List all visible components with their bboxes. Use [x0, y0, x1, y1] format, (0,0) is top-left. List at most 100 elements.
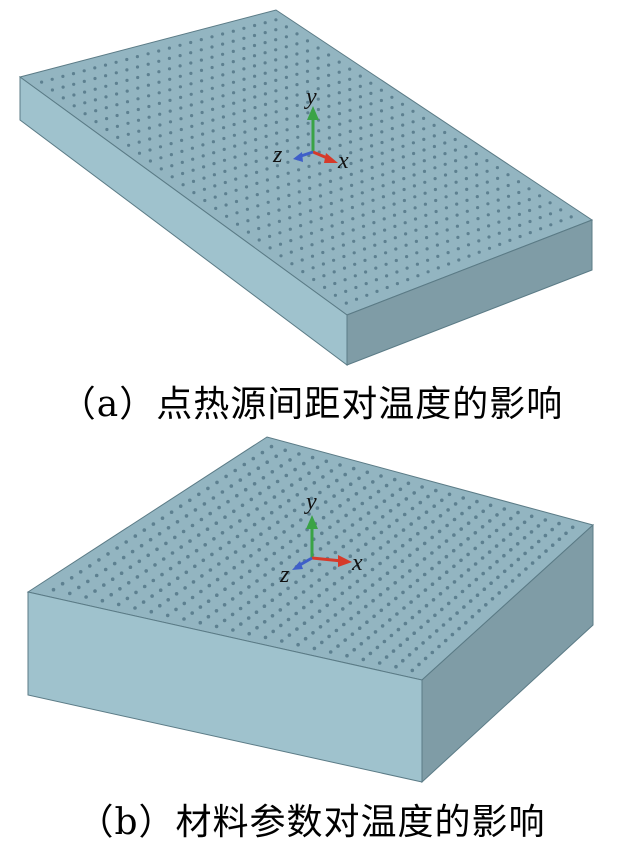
- heat-source-dot: [523, 551, 527, 556]
- heat-source-dot: [417, 516, 421, 520]
- heat-source-dot: [348, 585, 352, 590]
- heat-source-dot: [464, 177, 468, 181]
- heat-source-dot: [362, 247, 367, 251]
- heat-source-dot: [82, 79, 86, 83]
- heat-source-dot: [474, 577, 479, 582]
- heat-source-dot: [221, 32, 225, 36]
- heat-source-dot: [506, 194, 511, 198]
- heat-source-dot: [296, 135, 300, 139]
- heat-source-dot: [355, 564, 360, 568]
- heat-source-dot: [414, 239, 418, 243]
- heat-source-dot: [311, 266, 315, 270]
- heat-source-dot: [106, 552, 110, 556]
- heat-source-dot: [371, 187, 375, 191]
- heat-source-dot: [349, 161, 353, 166]
- heat-source-dot: [100, 598, 105, 603]
- heat-source-dot: [477, 239, 481, 243]
- heat-source-dot: [373, 243, 377, 247]
- heat-source-dot: [372, 614, 376, 619]
- heat-source-dot: [340, 576, 345, 580]
- y-arrowhead: [307, 106, 319, 120]
- heat-source-dot: [200, 100, 204, 104]
- heat-source-dot: [285, 96, 289, 100]
- heat-source-dot: [381, 173, 385, 177]
- heat-source-dot: [203, 543, 207, 547]
- heat-source-dot: [149, 609, 154, 614]
- heat-source-dot: [309, 599, 314, 604]
- heat-source-dot: [412, 162, 416, 166]
- heat-source-dot: [86, 579, 90, 584]
- heat-source-dot: [238, 478, 243, 482]
- heat-source-dot: [338, 133, 342, 137]
- heat-source-dot: [400, 559, 405, 563]
- heat-source-dot: [242, 88, 246, 92]
- heat-source-dot: [548, 212, 553, 216]
- heat-source-dot: [355, 579, 360, 584]
- heat-source-dot: [297, 533, 301, 538]
- heat-source-dot: [142, 528, 147, 532]
- heat-source-dot: [71, 72, 76, 76]
- heat-source-dot: [286, 617, 291, 622]
- heat-source-dot: [342, 254, 346, 259]
- heat-source-dot: [423, 202, 427, 206]
- heat-source-dot: [482, 587, 487, 591]
- heat-source-dot: [390, 106, 394, 110]
- heat-source-dot: [468, 599, 473, 603]
- heat-source-dot: [355, 595, 360, 599]
- heat-source-dot: [299, 518, 303, 522]
- heat-source-dot: [536, 524, 541, 528]
- heat-source-dot: [244, 174, 248, 178]
- heat-source-dot: [274, 89, 278, 93]
- heat-source-dot: [222, 618, 227, 623]
- heat-source-dot: [221, 42, 225, 46]
- heat-source-dot: [487, 534, 492, 539]
- heat-source-dot: [455, 611, 459, 615]
- heat-source-dot: [274, 38, 278, 42]
- heat-source-dot: [230, 597, 235, 601]
- heat-source-dot: [180, 160, 184, 164]
- heat-source-dot: [233, 155, 237, 159]
- heat-source-dot: [452, 580, 457, 584]
- heat-source-dot: [210, 86, 214, 90]
- heat-source-dot: [242, 109, 246, 113]
- y-arrowhead: [306, 515, 318, 529]
- heat-source-dot: [455, 202, 459, 206]
- heat-source-dot: [191, 580, 196, 584]
- heat-source-dot: [548, 201, 552, 205]
- heat-source-dot: [158, 112, 162, 116]
- heat-source-dot: [337, 80, 341, 84]
- heat-source-dot: [344, 289, 348, 293]
- heat-source-dot: [401, 166, 406, 170]
- heat-source-dot: [190, 135, 194, 139]
- heat-source-dot: [200, 89, 204, 93]
- heat-source-dot: [126, 132, 130, 136]
- heat-source-dot: [475, 184, 479, 188]
- heat-source-dot: [443, 152, 447, 156]
- heat-source-dot: [205, 527, 210, 531]
- heat-source-dot: [222, 147, 226, 151]
- heat-source-dot: [199, 38, 203, 42]
- heat-source-dot: [264, 145, 268, 149]
- heat-source-dot: [443, 162, 447, 166]
- heat-source-dot: [169, 142, 173, 146]
- heat-source-dot: [284, 86, 289, 90]
- heat-source-dot: [141, 600, 146, 604]
- heat-source-dot: [549, 223, 553, 227]
- heat-source-dot: [272, 495, 277, 499]
- heat-source-dot: [343, 638, 348, 642]
- heat-source-dot: [327, 125, 331, 129]
- heat-source-dot: [146, 73, 150, 77]
- heat-source-dot: [288, 216, 292, 220]
- heat-source-dot: [274, 78, 278, 82]
- heat-source-dot: [354, 492, 359, 496]
- heat-source-dot: [295, 52, 299, 56]
- heat-source-dot: [199, 517, 204, 522]
- heat-source-dot: [437, 529, 442, 534]
- heat-source-dot: [391, 649, 396, 653]
- heat-source-dot: [161, 557, 166, 561]
- heat-source-dot: [147, 94, 151, 98]
- heat-source-dot: [235, 211, 239, 215]
- heat-source-dot: [473, 546, 478, 551]
- heat-source-dot: [153, 563, 157, 567]
- heat-source-dot: [350, 194, 354, 198]
